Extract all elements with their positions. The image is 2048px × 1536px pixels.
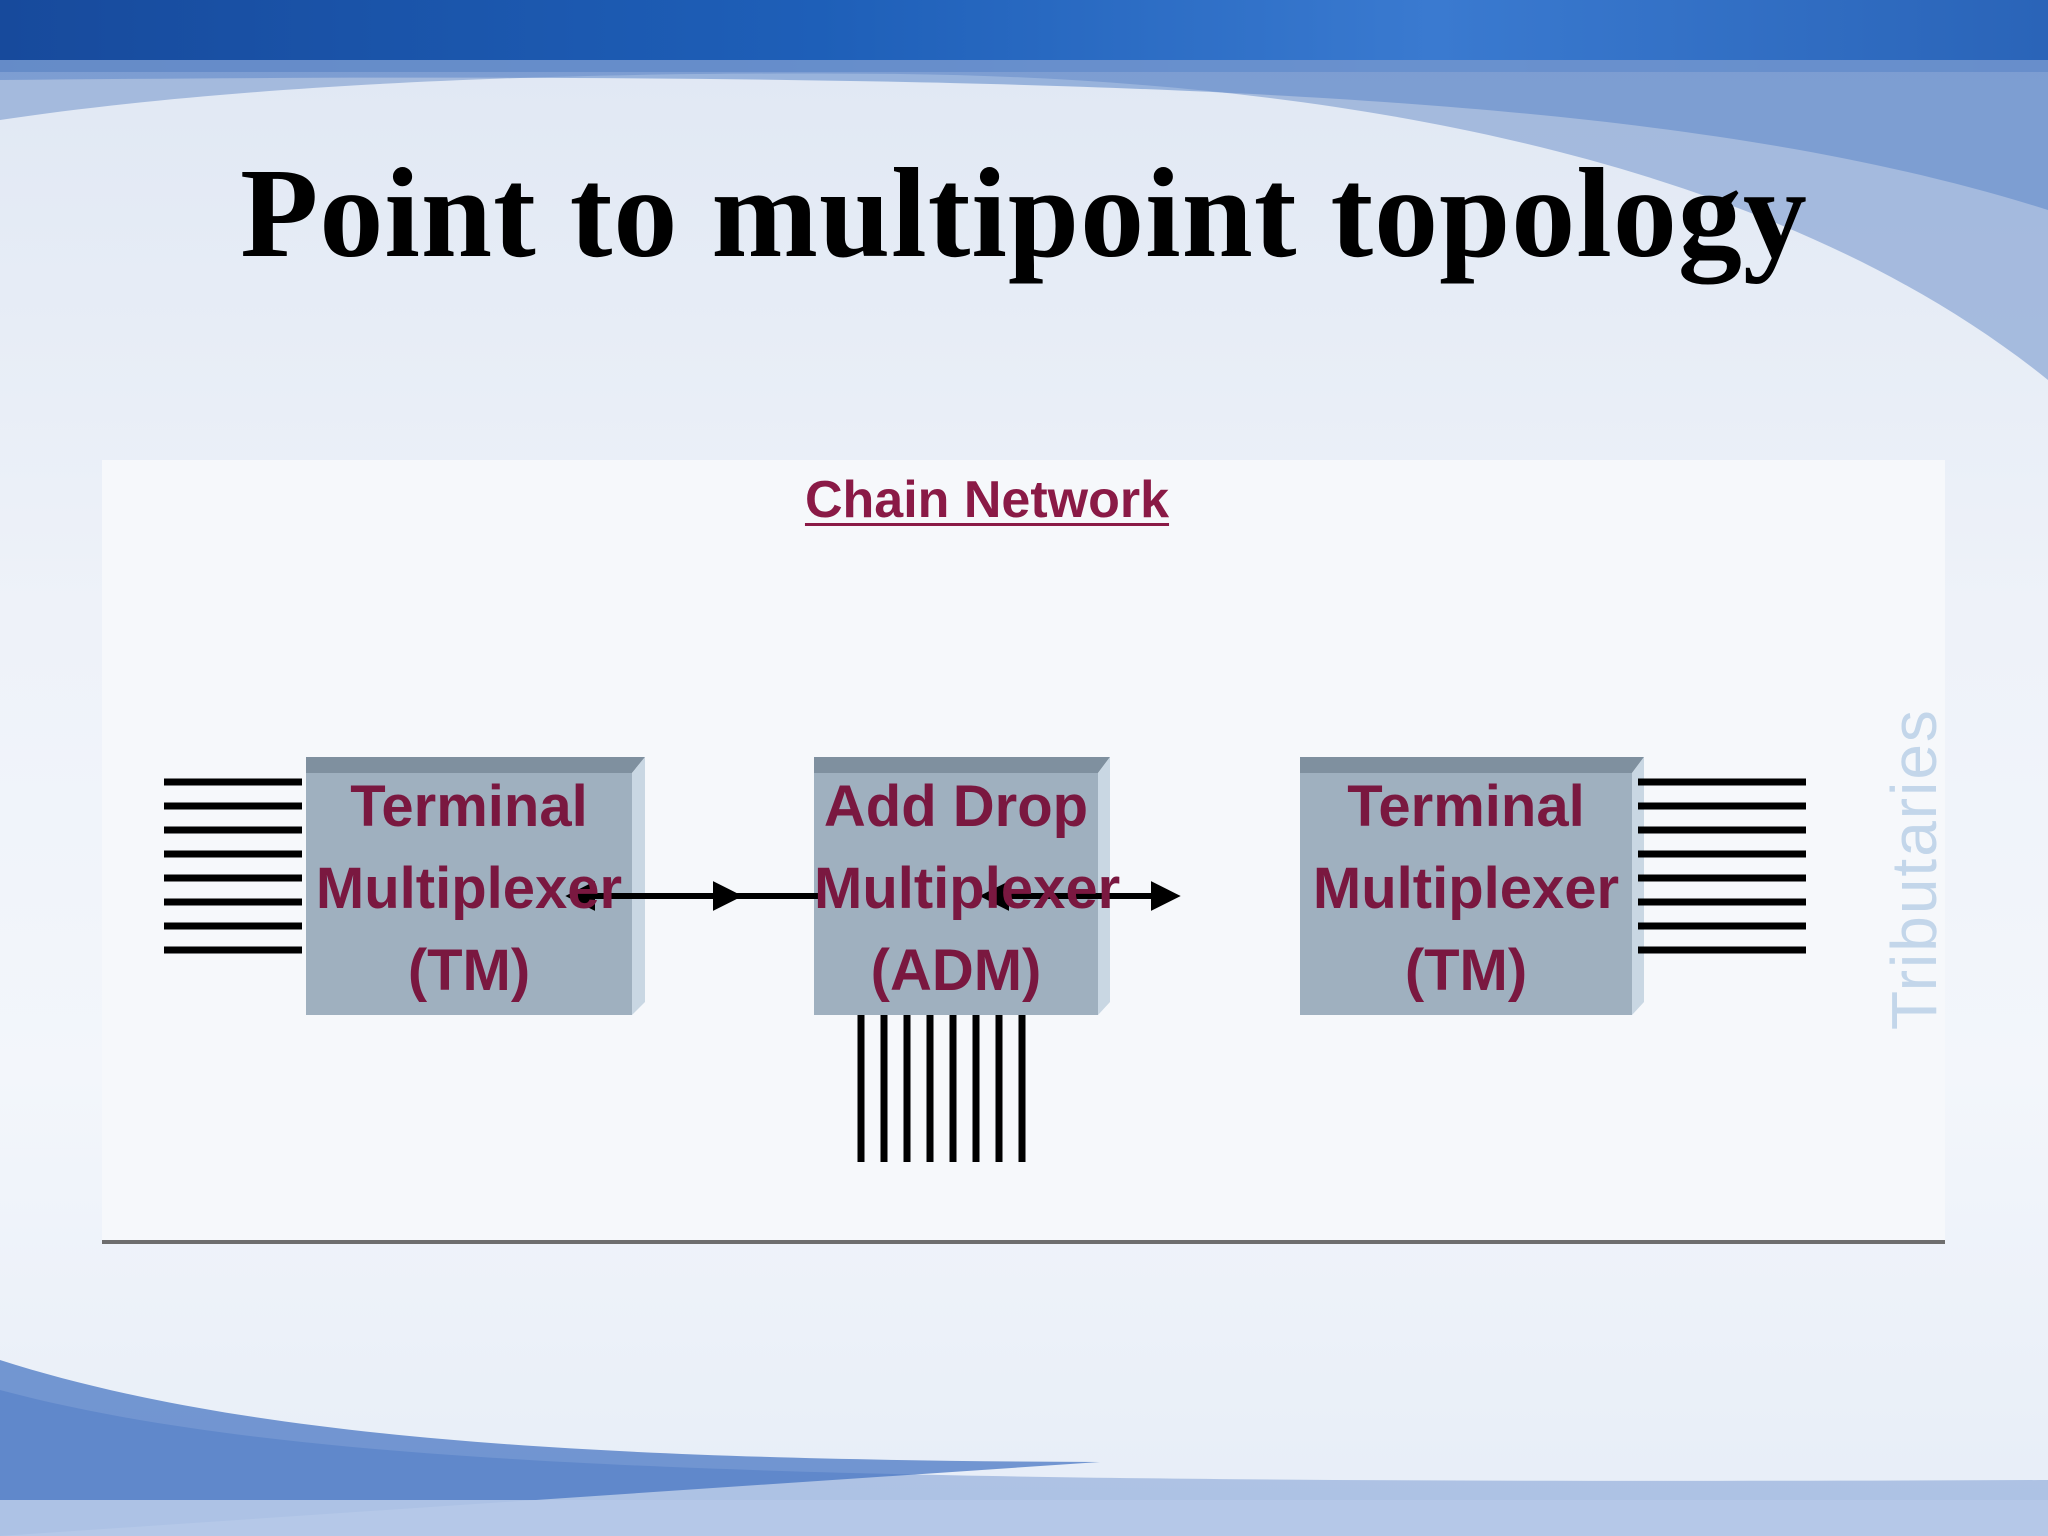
tm-right-line1: Terminal	[1347, 774, 1585, 839]
link-adm-tm-right	[979, 881, 1181, 911]
tm-left-label: Terminal Multiplexer (TM)	[306, 766, 632, 1012]
tm-right-line2: Multiplexer	[1312, 856, 1620, 921]
tm-left-line3: (TM)	[407, 938, 531, 1003]
slide-title: Point to multipoint topology	[240, 142, 1808, 284]
tm-right-line3: (TM)	[1404, 938, 1528, 1003]
chain-network-diagram: Chain Network Terminal Multiplexer (TM) …	[102, 460, 1950, 1244]
footer-swoosh	[0, 1360, 2048, 1536]
tributaries-label: Tributaries	[1878, 708, 1950, 1030]
adm-label: Add Drop Multiplexer (ADM)	[814, 766, 1121, 1012]
tm-right-box	[1300, 757, 1644, 1015]
adm-line1: Add Drop	[823, 774, 1089, 839]
tm-left-line1: Terminal	[350, 774, 588, 839]
adm-line2: Multiplexer	[814, 856, 1121, 921]
header-swoosh	[0, 60, 2048, 380]
tm-left-line2: Multiplexer	[315, 856, 623, 921]
tm-left-tributaries	[164, 778, 302, 954]
tm-right-label: Terminal Multiplexer (TM)	[1300, 766, 1632, 1012]
link-tm-left-adm	[565, 881, 818, 911]
tm-right-tributaries	[1638, 778, 1806, 954]
diagram-graphics	[164, 757, 1806, 1162]
diagram-heading: Chain Network	[804, 471, 1170, 529]
adm-tributaries	[857, 1015, 1026, 1162]
adm-line3: (ADM)	[870, 938, 1042, 1003]
